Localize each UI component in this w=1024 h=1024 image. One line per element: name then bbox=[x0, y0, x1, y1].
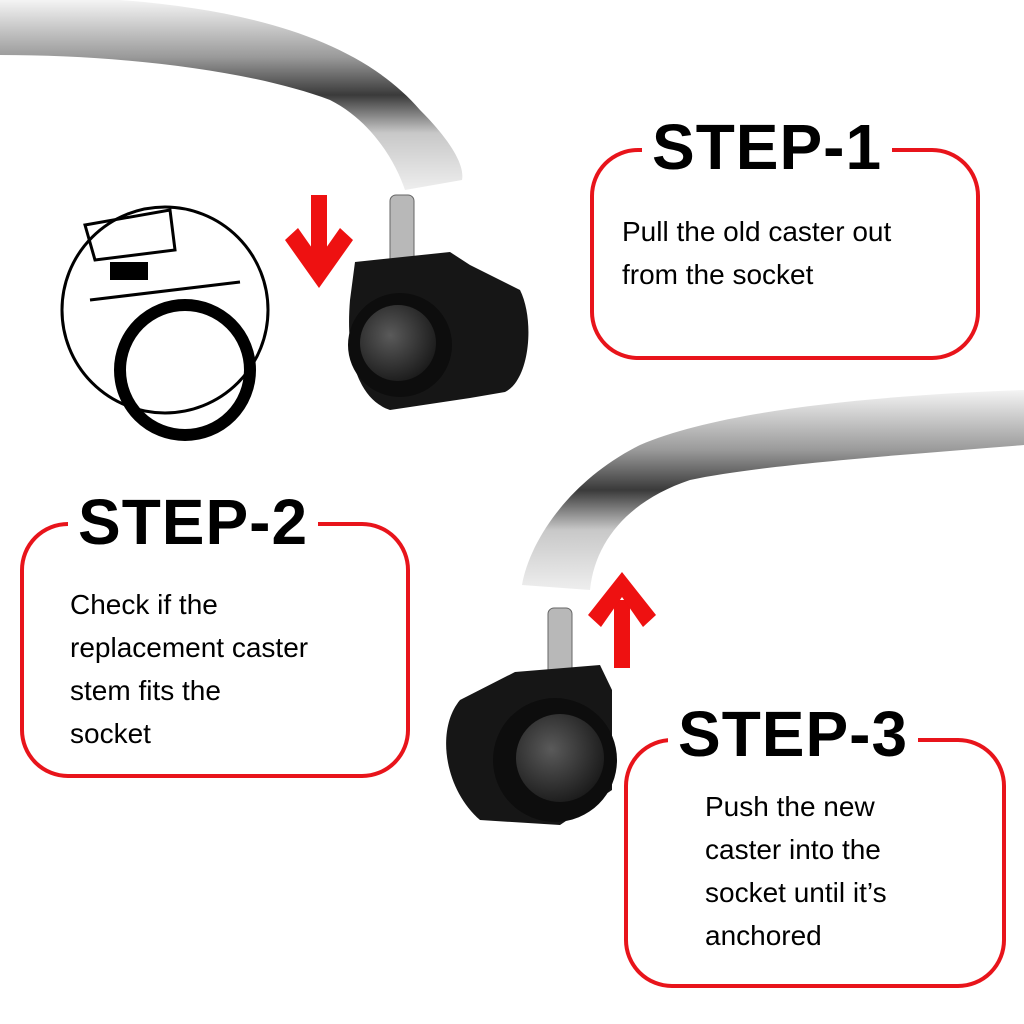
step-3-line: anchored bbox=[705, 920, 822, 951]
socket-detail-inset bbox=[60, 205, 270, 441]
step-2-line: stem fits the bbox=[70, 675, 221, 706]
caster-1 bbox=[348, 252, 529, 410]
arrow-up-icon bbox=[588, 572, 656, 668]
step-1-line: Pull the old caster out bbox=[622, 216, 892, 247]
step-2-text: Check if the replacement caster stem fit… bbox=[70, 583, 308, 755]
step-3-line: socket until it’s bbox=[705, 877, 887, 908]
step-1-text: Pull the old caster out from the socket bbox=[622, 210, 891, 296]
step-3-line: Push the new bbox=[705, 791, 875, 822]
step-3-line: caster into the bbox=[705, 834, 881, 865]
caster-stem-2 bbox=[547, 607, 573, 677]
caster-stem-1 bbox=[389, 194, 415, 266]
caster-2 bbox=[446, 665, 617, 825]
step-2-line: replacement caster bbox=[70, 632, 309, 663]
chair-leg-bottom bbox=[522, 390, 1024, 590]
step-1-line: from the socket bbox=[622, 259, 814, 290]
arrow-down-icon bbox=[285, 195, 353, 288]
step-3-text: Push the new caster into the socket unti… bbox=[705, 785, 887, 957]
chair-leg-top bbox=[0, 0, 463, 190]
step-2-title: STEP-2 bbox=[68, 490, 319, 554]
step-1-title: STEP-1 bbox=[642, 115, 893, 179]
step-3-title: STEP-3 bbox=[668, 702, 919, 766]
step-2-line: socket bbox=[70, 718, 151, 749]
step-2-line: Check if the bbox=[70, 589, 218, 620]
